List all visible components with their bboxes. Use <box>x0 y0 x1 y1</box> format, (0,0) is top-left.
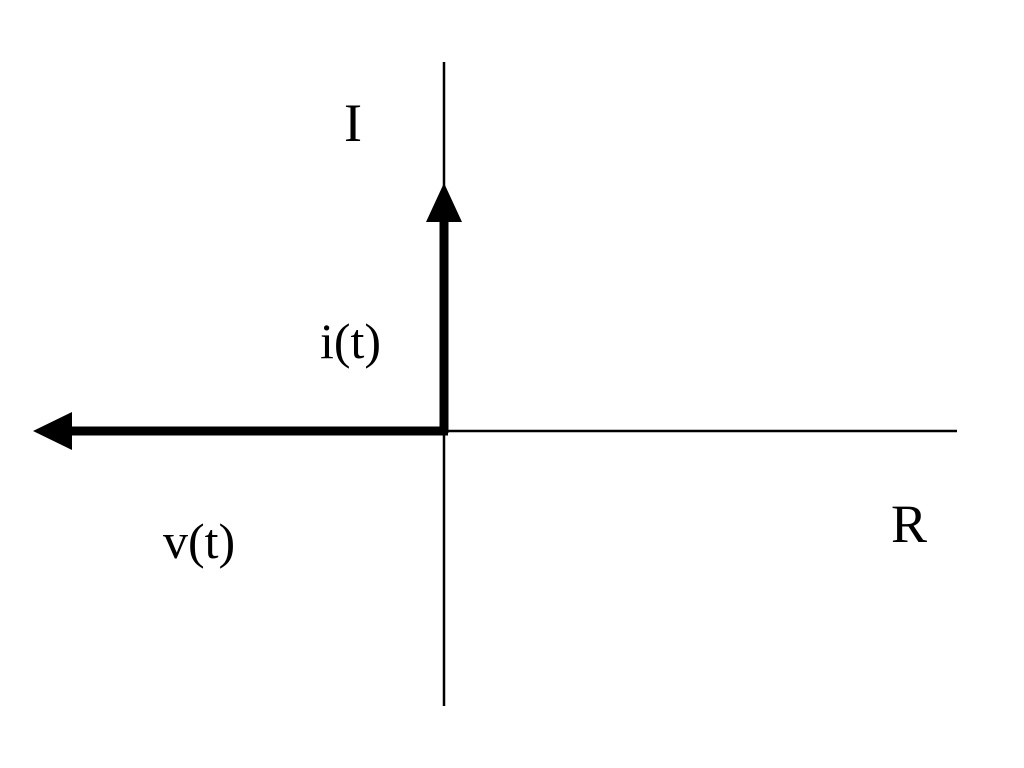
current-phasor-head <box>426 183 462 222</box>
current-phasor-arrow <box>426 183 462 433</box>
current-phasor-label: i(t) <box>320 313 381 369</box>
voltage-phasor-label: v(t) <box>163 513 235 569</box>
voltage-phasor-arrow <box>33 412 448 450</box>
voltage-phasor-head <box>33 412 72 450</box>
vertical-axis-label: I <box>344 93 362 153</box>
horizontal-axis-label: R <box>891 494 927 554</box>
